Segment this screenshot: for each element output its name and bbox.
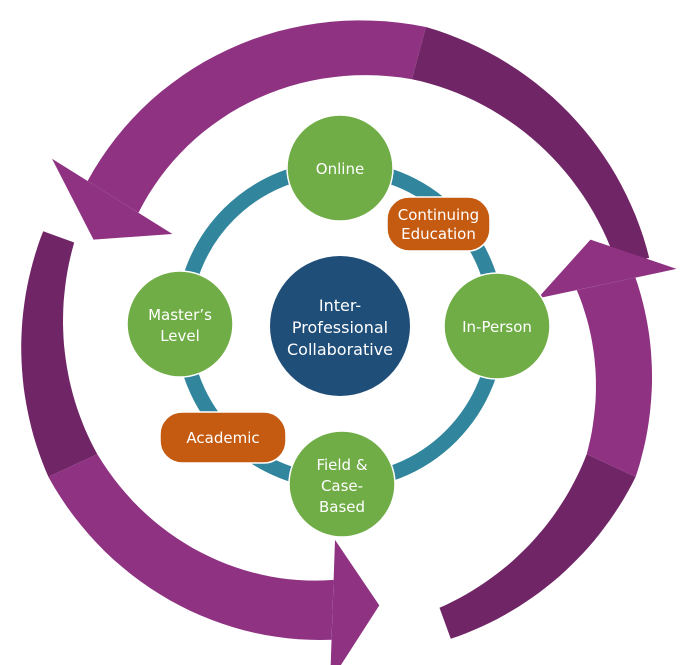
arrow-2-head-icon (330, 539, 380, 665)
arrow-1-shaft (87, 20, 426, 213)
node-online: Online (286, 114, 394, 222)
node-label: In-Person (462, 318, 532, 336)
pill-academic: Academic (159, 411, 287, 464)
arrow-3-shaft (576, 277, 652, 477)
arrow-1-tail (411, 27, 650, 267)
pill-label: Academic (186, 429, 259, 447)
node-label: Field &Case-Based (316, 456, 367, 516)
arrow-3-head-icon (537, 239, 677, 299)
arrow-2-tail (21, 231, 98, 477)
arrow-3-tail (439, 454, 636, 639)
node-in-person: In-Person (443, 272, 551, 380)
node-label: Online (316, 160, 364, 178)
node-field-case-based: Field &Case-Based (288, 430, 396, 538)
arrow-2-shaft (48, 454, 334, 640)
cycle-arrows (21, 20, 677, 665)
arrow-1-head-icon (52, 158, 173, 240)
